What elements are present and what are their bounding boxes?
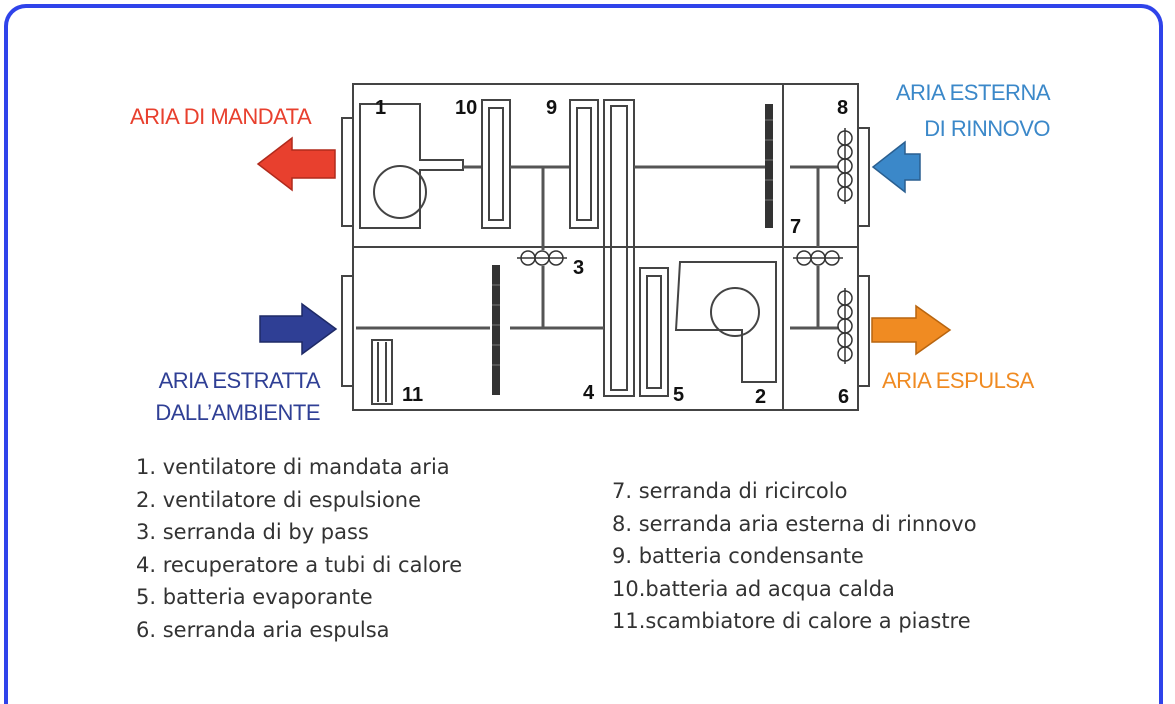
outside-air-label-line2: DI RINNOVO (924, 116, 1050, 141)
component-number-1: 1 (375, 97, 387, 119)
right-tee-bottom (790, 266, 838, 330)
bypass-tee (530, 165, 570, 250)
exhaust-flange (857, 275, 870, 387)
legend-item: 9. batteria condensante (612, 544, 864, 568)
exhaust-air-label: ARIA ESPULSA (882, 368, 1034, 393)
component-number-6: 6 (838, 386, 850, 408)
extract-arrow (259, 302, 338, 356)
outside-damper (837, 128, 853, 204)
outside-arrow (871, 140, 921, 194)
outside-air-label-line1: ARIA ESTERNA (895, 80, 1051, 105)
hot-water-coil (481, 99, 511, 229)
lower-tee (510, 266, 604, 330)
component-number-8: 8 (837, 97, 849, 119)
diagram-frame (4, 4, 1163, 704)
heat-pipe-recovery (603, 99, 635, 397)
extract-air-label-line1: ARIA ESTRATTA (158, 368, 321, 393)
supply-fan (359, 103, 464, 229)
exhaust-fan (674, 261, 777, 383)
component-number-2: 2 (755, 386, 767, 408)
supply-arrow (256, 136, 336, 192)
legend-item: 6. serranda aria espulsa (136, 617, 390, 642)
legend-item: 11.scambiatore di calore a piastre (612, 609, 971, 633)
supply-air-label: ARIA DI MANDATA (130, 104, 312, 129)
legend-item: 7. serranda di ricircolo (612, 479, 848, 503)
component-number-3: 3 (573, 257, 585, 279)
legend-item: 2. ventilatore di espulsione (136, 487, 422, 512)
legend-item: 5. batteria evaporante (136, 585, 373, 609)
supply-flange (341, 117, 354, 227)
bypass-damper (517, 250, 567, 266)
condensing-coil (569, 99, 599, 229)
component-number-4: 4 (583, 382, 595, 404)
legend-item: 4. recuperatore a tubi di calore (136, 552, 463, 577)
exhaust-arrow (871, 304, 952, 356)
component-number-7: 7 (790, 216, 802, 238)
legend-item: 1. ventilatore di mandata aria (136, 455, 450, 479)
legend-item: 3. serranda di by pass (136, 520, 369, 544)
component-number-10: 10 (455, 97, 478, 119)
lower-filter (492, 265, 500, 395)
extract-air-label-line2: DALL’AMBIENTE (155, 400, 320, 425)
legend-right: 7. serranda di ricircolo 8. serranda ari… (612, 475, 977, 638)
right-tee-top (790, 165, 838, 247)
component-number-11: 11 (402, 384, 424, 406)
exhaust-damper (837, 288, 853, 364)
legend-left: 1. ventilatore di mandata aria 2. ventil… (136, 451, 462, 646)
upper-filter (765, 104, 773, 228)
legend-item: 8. serranda aria esterna di rinnovo (612, 511, 977, 536)
component-number-5: 5 (673, 384, 685, 406)
extract-flange (341, 275, 354, 387)
recirculation-damper (793, 250, 843, 266)
component-number-9: 9 (546, 97, 558, 119)
plate-heat-exchanger (371, 339, 393, 405)
evaporating-coil (639, 267, 669, 397)
legend-item: 10.batteria ad acqua calda (612, 576, 895, 601)
outside-flange (857, 127, 870, 227)
